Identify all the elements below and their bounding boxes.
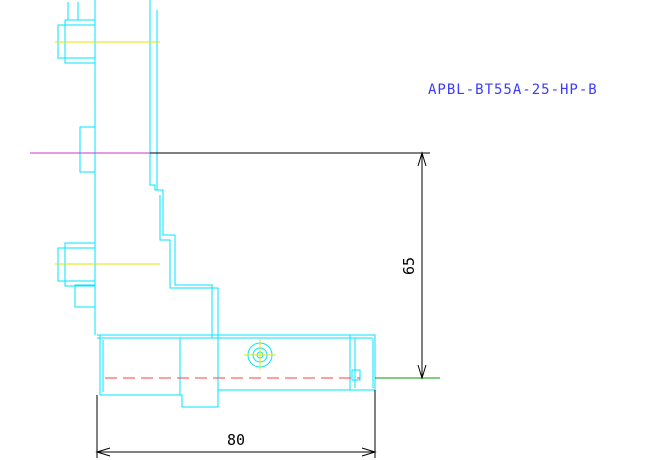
dimension-vertical-label: 65 — [400, 257, 418, 275]
vertical-dimension — [417, 151, 427, 380]
horizontal-dimension — [95, 390, 377, 458]
dimension-horizontal-label: 80 — [227, 431, 245, 449]
holder-outline — [57, 0, 376, 408]
centerlines — [55, 41, 276, 370]
part-number-label: APBL-BT55A-25-HP-B — [428, 82, 598, 98]
